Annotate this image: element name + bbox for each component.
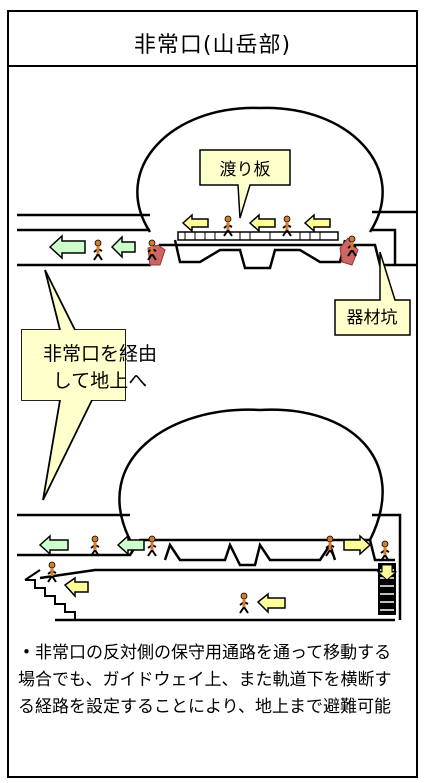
caption: ・非常口の反対側の保守用通路を通って移動する場合でも、ガイドウェイ上、また軌道下… [18,640,403,721]
bridge-label-callout [199,149,291,219]
arrow-left-icon [248,213,276,233]
arrow-right-icon [343,534,372,556]
upper-guideway [173,239,347,270]
evacuee-person-icon [238,591,250,615]
arrow-left-icon [48,234,86,260]
upper-tunnel-section: 渡り板 器材坑 [17,106,418,336]
lower-passages [17,513,402,620]
stair-right-icon [339,237,359,266]
lower-tunnel-dome [118,408,384,541]
upper-left-passage [17,213,150,232]
under-track-passage [39,568,395,622]
arrow-left-icon [116,534,145,556]
evacuee-person-icon [92,238,104,262]
header: 非常口(山岳部) [9,12,416,67]
lower-tunnel-section [17,408,402,622]
callout-text-line1: 非常口を経由 [43,343,157,365]
caption-text: 非常口の反対側の保守用通路を通って移動する場合でも、ガイドウェイ上、また軌道下を… [18,643,392,717]
equipment-pit-callout [334,251,411,336]
arrow-left-icon [110,235,136,259]
evacuee-person-icon [46,560,58,584]
arrow-left-icon [38,534,69,556]
evacuee-person-icon [146,534,158,558]
equipment-pit-label: 器材坑 [347,308,398,328]
evacuee-person-icon [379,539,391,563]
lower-guideway [163,541,337,567]
evacuee-person-icon [324,534,336,558]
arrow-left-icon [256,592,286,614]
page-title: 非常口(山岳部) [133,33,292,58]
arrow-left-icon [63,576,89,598]
left-stairs-icon [25,579,76,620]
bridge-label: 渡り板 [220,160,271,180]
evacuee-person-icon [89,534,101,558]
upper-right-passage [372,210,418,267]
arrow-left-icon [303,213,331,233]
caption-bullet: ・ [18,643,35,663]
arrow-down-icon [376,564,398,581]
arrow-left-icon [181,213,209,233]
bridge-board [177,231,339,241]
callout-text-line2: して地上へ [53,370,147,392]
